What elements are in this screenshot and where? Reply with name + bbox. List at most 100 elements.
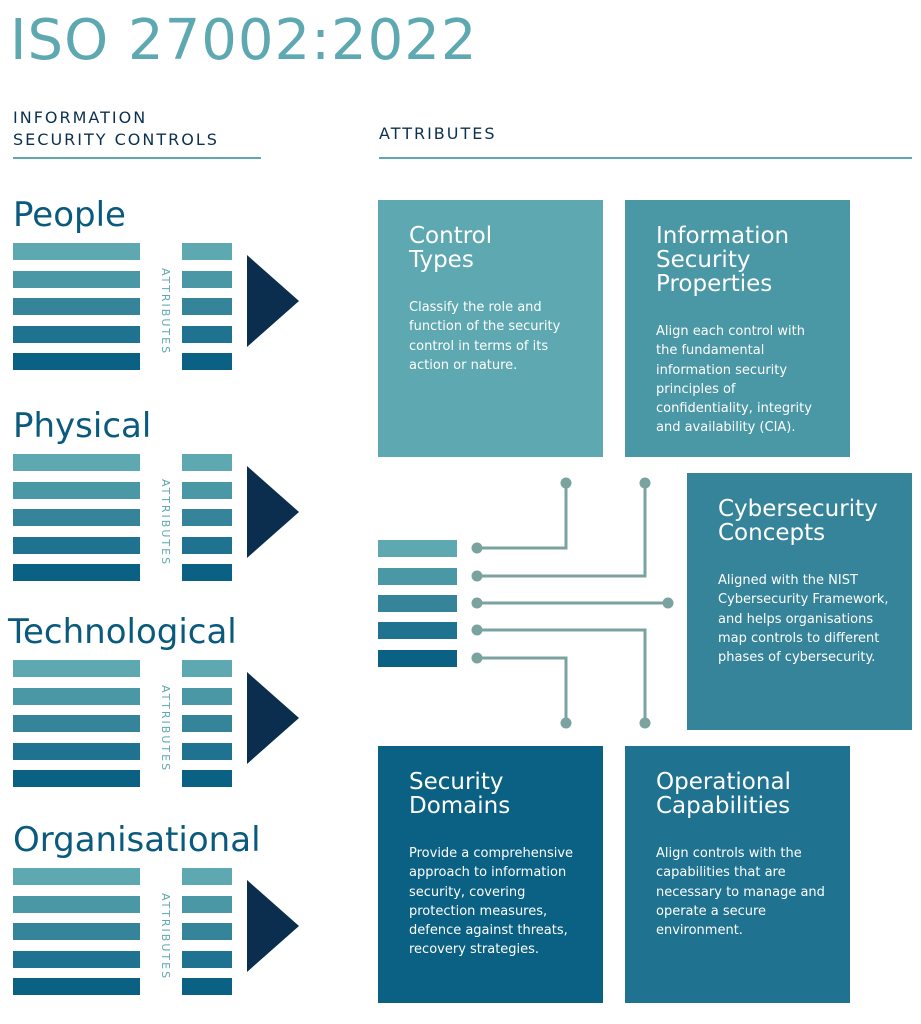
- page-title: ISO 27002:2022: [10, 8, 478, 73]
- group-name: Organisational: [13, 820, 261, 860]
- box-title-line: Information: [656, 223, 790, 249]
- control-bar: [13, 770, 140, 787]
- group-name: Technological: [8, 612, 237, 652]
- box-description: Provide a comprehensive approach to info…: [409, 846, 574, 958]
- attributes-header-rule: [379, 157, 912, 159]
- attribute-bar: [182, 325, 232, 343]
- arrow-right-icon: [247, 466, 299, 558]
- connector-dot: [560, 477, 572, 489]
- control-bar: [13, 481, 140, 499]
- attribute-bar: [182, 298, 232, 315]
- connector-line: [477, 483, 647, 578]
- hub-bar: [378, 622, 457, 639]
- box-title-line: Cybersecurity: [718, 496, 878, 522]
- control-bar: [13, 742, 140, 760]
- connector-line: [477, 628, 647, 723]
- box-title-line: Capabilities: [656, 793, 791, 819]
- box-description: Align each control with the fundamental …: [656, 324, 812, 436]
- control-bar: [13, 564, 140, 581]
- control-bar: [13, 923, 140, 940]
- connector-dot: [639, 717, 651, 729]
- control-bar: [13, 298, 140, 315]
- attribute-bar: [182, 742, 232, 760]
- connector-dot: [471, 652, 483, 664]
- attribute-bar: [182, 564, 232, 581]
- control-bar: [13, 536, 140, 554]
- connector-dot: [471, 542, 483, 554]
- hub-bar: [378, 650, 457, 667]
- attributes-vertical-label: ATTRIBUTES: [159, 685, 172, 773]
- attribute-bar: [182, 895, 232, 913]
- connector-dot: [639, 477, 651, 489]
- box-title-line: Control: [409, 223, 493, 249]
- control-bar: [13, 509, 140, 526]
- box-title-line: Types: [409, 247, 474, 273]
- control-bar: [13, 270, 140, 288]
- control-bar: [13, 325, 140, 343]
- attribute-bar: [182, 353, 232, 370]
- controls-header-line-1: INFORMATION: [13, 108, 148, 127]
- box-title-line: Security: [656, 247, 751, 273]
- box-title-line: Security: [409, 769, 504, 795]
- attribute-bar: [182, 978, 232, 995]
- attributes-vertical-label: ATTRIBUTES: [159, 479, 172, 567]
- attribute-bar: [182, 715, 232, 732]
- hub-bar: [378, 595, 457, 612]
- control-bar: [13, 895, 140, 913]
- hub-bar: [378, 540, 457, 557]
- attribute-bar: [182, 687, 232, 705]
- box-title-line: Concepts: [718, 520, 826, 546]
- control-bar: [13, 687, 140, 705]
- attribute-bar: [182, 923, 232, 940]
- box-title-line: Domains: [409, 793, 511, 819]
- connector-dot: [471, 597, 483, 609]
- attribute-bar: [182, 509, 232, 526]
- control-bar: [13, 353, 140, 370]
- attributes-header: ATTRIBUTES: [379, 124, 497, 143]
- attribute-bar: [182, 454, 232, 471]
- attributes-vertical-label: ATTRIBUTES: [159, 268, 172, 356]
- box-description: Aligned with the NIST Cybersecurity Fram…: [718, 573, 889, 666]
- controls-header: INFORMATION SECURITY CONTROLS: [13, 107, 219, 151]
- control-bar: [13, 243, 140, 260]
- attribute-bar: [182, 536, 232, 554]
- group-name: People: [13, 195, 126, 235]
- controls-header-rule: [13, 157, 261, 159]
- control-bar: [13, 950, 140, 968]
- control-bar: [13, 715, 140, 732]
- connector-line: [477, 656, 568, 723]
- control-bar: [13, 660, 140, 677]
- box-title-line: Properties: [656, 271, 773, 297]
- controls-header-line-2: SECURITY CONTROLS: [13, 130, 219, 149]
- attribute-bar: [182, 270, 232, 288]
- connector-dot: [471, 624, 483, 636]
- attribute-bar: [182, 868, 232, 885]
- control-bar: [13, 868, 140, 885]
- group-name: Physical: [13, 406, 152, 446]
- attribute-bar: [182, 950, 232, 968]
- connector-dot: [471, 570, 483, 582]
- hub-bar: [378, 568, 457, 585]
- connector-line: [477, 483, 568, 550]
- box-description: Classify the role and function of the se…: [409, 300, 561, 373]
- control-bar: [13, 978, 140, 995]
- attribute-bar: [182, 481, 232, 499]
- attribute-bar: [182, 243, 232, 260]
- box-title-line: Operational: [656, 769, 791, 795]
- attributes-vertical-label: ATTRIBUTES: [159, 893, 172, 981]
- arrow-right-icon: [247, 672, 299, 764]
